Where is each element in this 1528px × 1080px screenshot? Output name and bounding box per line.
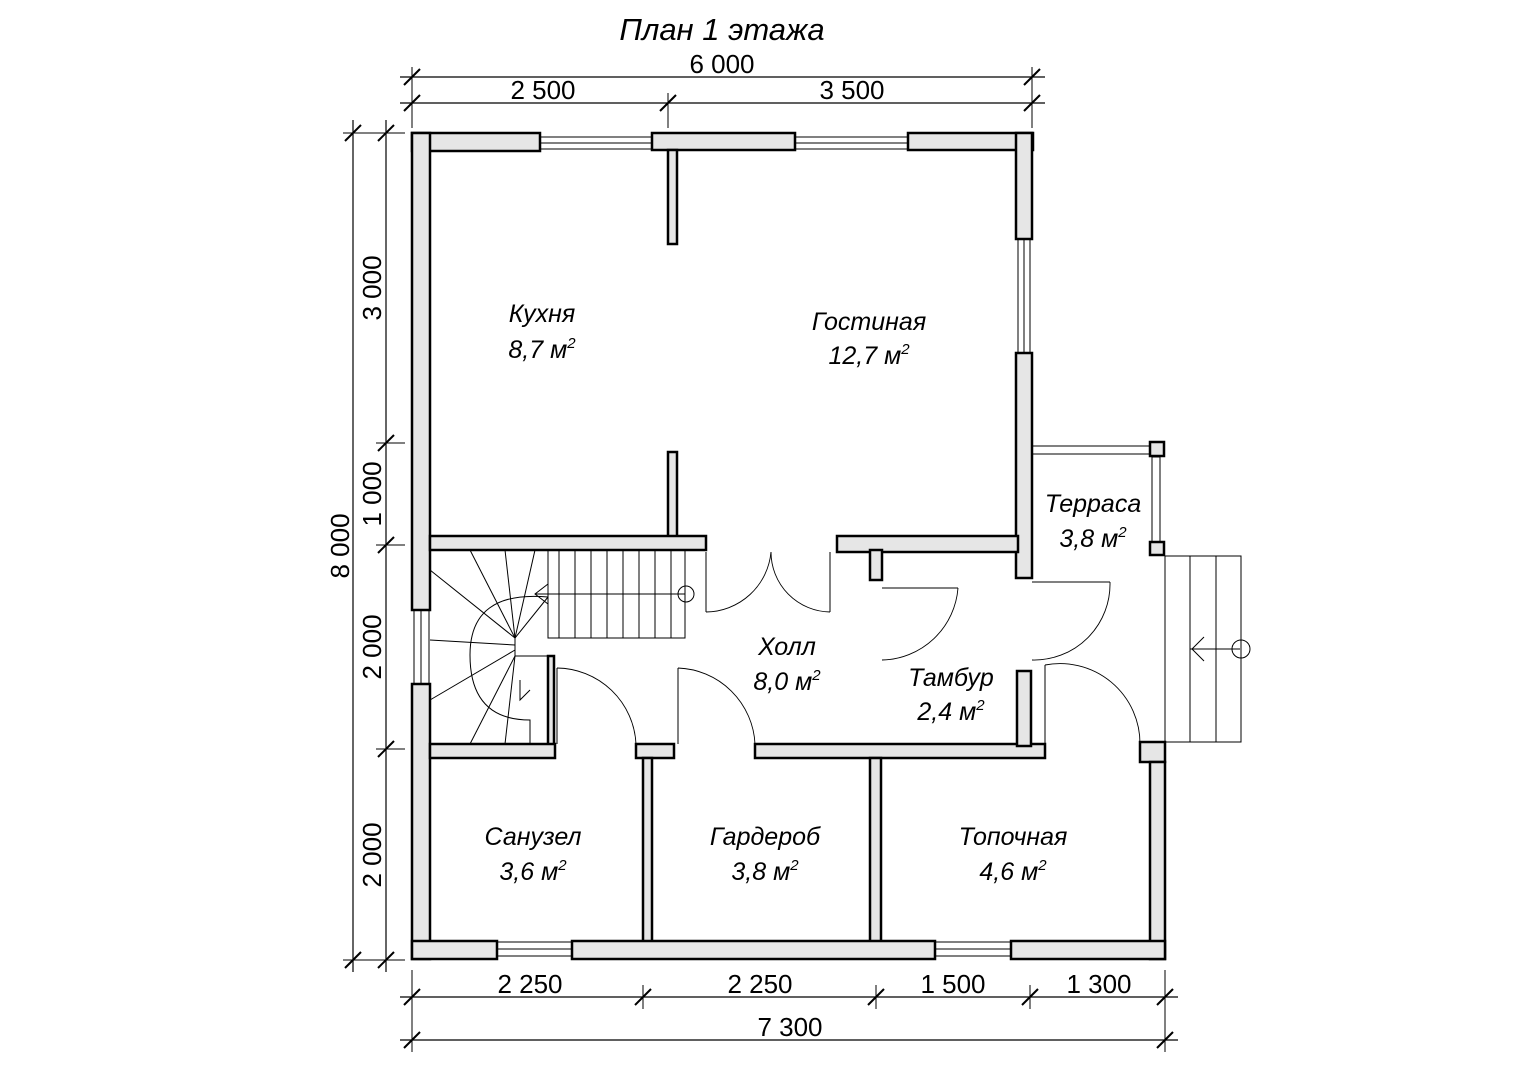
dimension-top-left: 2 500 xyxy=(510,75,575,105)
room-name: Терраса xyxy=(1045,490,1142,518)
room-area: 12,7 м2 xyxy=(828,341,910,370)
room-area: 3,6 м2 xyxy=(499,857,567,886)
dimension-bottom-2: 2 250 xyxy=(727,969,792,999)
room-terrace: Терраса 3,8 м2 xyxy=(1045,490,1142,553)
room-area: 2,4 м2 xyxy=(916,697,985,726)
room-hall: Холл 8,0 м2 xyxy=(753,633,821,696)
room-name: Тамбур xyxy=(908,664,994,692)
left-dimension-lines xyxy=(343,120,405,972)
room-area: 3,8 м2 xyxy=(731,857,799,886)
room-name: Гостиная xyxy=(812,308,926,336)
room-area: 8,7 м2 xyxy=(508,335,576,364)
dimension-top-right: 3 500 xyxy=(819,75,884,105)
room-vestibule: Тамбур 2,4 м2 xyxy=(908,664,994,726)
room-area: 3,8 м2 xyxy=(1059,524,1127,553)
entry-steps xyxy=(1164,555,1251,743)
dimension-bottom-3: 1 500 xyxy=(920,969,985,999)
room-name: Гардероб xyxy=(710,823,821,851)
bottom-dimension-lines xyxy=(400,970,1178,1052)
dimension-left-2: 1 000 xyxy=(357,461,387,526)
dimension-left-4: 2 000 xyxy=(357,822,387,887)
doors xyxy=(556,551,1141,745)
room-name: Топочная xyxy=(959,823,1068,851)
room-area: 4,6 м2 xyxy=(979,857,1047,886)
room-name: Санузел xyxy=(484,823,581,851)
walls xyxy=(410,131,1167,961)
room-area: 8,0 м2 xyxy=(753,667,821,696)
dimension-bottom-1: 2 250 xyxy=(497,969,562,999)
room-bathroom: Санузел 3,6 м2 xyxy=(484,823,581,886)
room-kitchen: Кухня 8,7 м2 xyxy=(508,300,576,364)
dimension-left-3: 2 000 xyxy=(357,614,387,679)
staircase xyxy=(429,549,695,745)
room-name: Холл xyxy=(757,633,816,661)
room-wardrobe: Гардероб 3,8 м2 xyxy=(710,823,821,886)
dimension-bottom-total: 7 300 xyxy=(757,1012,822,1042)
top-dimension-lines xyxy=(400,67,1045,128)
room-name: Кухня xyxy=(509,300,576,328)
dimension-left-total: 8 000 xyxy=(325,513,355,578)
dimension-top-total: 6 000 xyxy=(689,49,754,79)
room-boiler: Топочная 4,6 м2 xyxy=(959,823,1068,886)
plan-title: План 1 этажа xyxy=(619,12,824,47)
dimension-bottom-4: 1 300 xyxy=(1066,969,1131,999)
dimension-left-1: 3 000 xyxy=(357,255,387,320)
room-living: Гостиная 12,7 м2 xyxy=(812,308,926,370)
